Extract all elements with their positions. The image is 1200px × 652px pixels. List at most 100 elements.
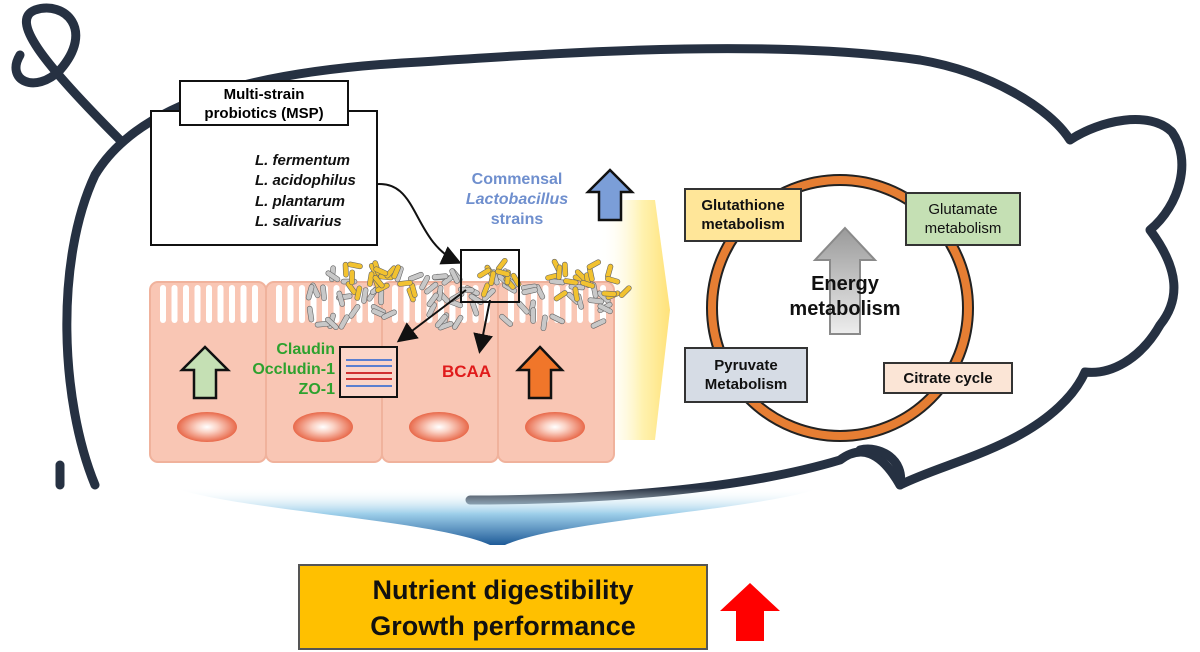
- msp-title-line1: Multi-strain: [223, 86, 305, 103]
- bacterium: [397, 279, 413, 287]
- bacterium: [437, 320, 454, 331]
- bacterium: [325, 316, 339, 330]
- glutathione-line2: metabolism: [701, 216, 785, 233]
- bacterium: [391, 264, 401, 280]
- strain-3: L. plantarum: [255, 193, 346, 210]
- bacterium: [590, 318, 607, 329]
- convergence-funnel: [175, 488, 820, 545]
- bacterium: [469, 300, 480, 317]
- bacterium: [556, 264, 563, 281]
- strain-2: L. acidophilus: [255, 172, 356, 189]
- intestinal-epithelium: [149, 281, 615, 463]
- bacterium: [426, 292, 439, 308]
- bacterium: [580, 279, 596, 289]
- bacterium: [373, 266, 389, 277]
- bacterium: [480, 282, 491, 298]
- bacterium: [562, 261, 569, 278]
- bacterium: [436, 284, 444, 302]
- commensal-label: Commensal Lactobacillus strains: [452, 170, 582, 230]
- bacterium: [597, 303, 613, 315]
- bacterium: [325, 270, 341, 283]
- orange-up-arrow: [515, 345, 565, 400]
- nucleus-2: [293, 412, 353, 442]
- microvillus: [240, 285, 247, 323]
- nucleus-3: [409, 412, 469, 442]
- microvillus: [206, 285, 212, 323]
- bacterium: [553, 290, 568, 302]
- msp-title-box: Multi-strain probiotics (MSP): [179, 80, 349, 126]
- outcome-box: Nutrient digestibility Growth performanc…: [298, 564, 708, 650]
- commensal-line2: Lactobacillus: [465, 191, 569, 208]
- occludin-label: Occludin-1: [252, 361, 335, 378]
- bacterium: [521, 287, 538, 296]
- glutamate-line1: Glutamate: [928, 201, 998, 218]
- bacterium: [530, 307, 537, 324]
- claudin-label: Claudin: [276, 341, 335, 358]
- outcome-line2: Growth performance: [370, 611, 636, 641]
- microvillus: [252, 285, 258, 323]
- microvillus: [392, 285, 398, 323]
- tight-junction-icon: [346, 359, 392, 387]
- bacterium: [306, 305, 315, 323]
- zo1-label: ZO-1: [298, 381, 335, 398]
- glutathione-line1: Glutathione: [701, 197, 785, 214]
- bacterium: [431, 273, 449, 280]
- glutamate-box: Glutamate metabolism: [905, 192, 1021, 246]
- msp-title-line2: probiotics (MSP): [204, 105, 324, 122]
- strain-4: L. salivarius: [255, 213, 342, 230]
- bacterium: [347, 261, 363, 270]
- bacterium: [354, 285, 363, 301]
- transition-glow: [600, 200, 670, 440]
- bacterium: [426, 302, 437, 318]
- bacterium: [572, 286, 580, 302]
- bacterium: [587, 297, 605, 305]
- nucleus-1: [177, 412, 237, 442]
- bacterium: [361, 287, 369, 304]
- bacterium: [488, 270, 497, 286]
- red-up-arrow: [720, 583, 780, 641]
- commensal-line3: strains: [490, 211, 544, 228]
- bacterium: [342, 261, 349, 278]
- pyruvate-line1: Pyruvate: [714, 357, 778, 374]
- blue-up-arrow: [584, 168, 636, 222]
- bacterium: [424, 281, 439, 295]
- microvillus: [217, 285, 224, 323]
- microvillus: [287, 285, 294, 323]
- tight-junction-labels: Claudin Occludin-1 ZO-1: [225, 340, 335, 400]
- bcaa-label: BCAA: [442, 362, 492, 381]
- bacterium: [499, 313, 514, 327]
- glutathione-box: Glutathione metabolism: [684, 188, 802, 242]
- msp-panel: [150, 110, 378, 246]
- microvillus: [194, 285, 201, 323]
- bacterium: [434, 314, 448, 329]
- bacterium: [540, 314, 548, 332]
- bacterium: [586, 259, 602, 270]
- nucleus-4: [525, 412, 585, 442]
- green-up-arrow: [178, 345, 232, 400]
- microvillus: [160, 285, 166, 323]
- citrate-box: Citrate cycle: [883, 362, 1013, 394]
- pig-tail: [11, 3, 125, 145]
- bacterium: [381, 309, 397, 320]
- bacterium: [563, 278, 579, 286]
- energy-up-arrow: [812, 226, 878, 335]
- bacterium: [495, 268, 511, 277]
- microvillus: [299, 285, 305, 323]
- bacterium: [336, 290, 345, 307]
- microvillus: [229, 285, 235, 323]
- strain-1: L. fermentum: [255, 152, 351, 169]
- commensal-line1: Commensal: [471, 171, 563, 188]
- bacterium: [605, 275, 621, 285]
- microvillus: [403, 285, 410, 323]
- bacterium: [372, 275, 385, 289]
- bacterium: [458, 286, 475, 293]
- bacterium: [320, 284, 327, 302]
- energy-line2: metabolism: [789, 298, 901, 320]
- outcome-line1: Nutrient digestibility: [372, 575, 634, 605]
- bacterium: [367, 271, 375, 287]
- bacterium: [338, 314, 350, 330]
- bacterium: [549, 313, 565, 325]
- bacterium: [451, 314, 464, 330]
- pyruvate-line2: Metabolism: [704, 376, 788, 393]
